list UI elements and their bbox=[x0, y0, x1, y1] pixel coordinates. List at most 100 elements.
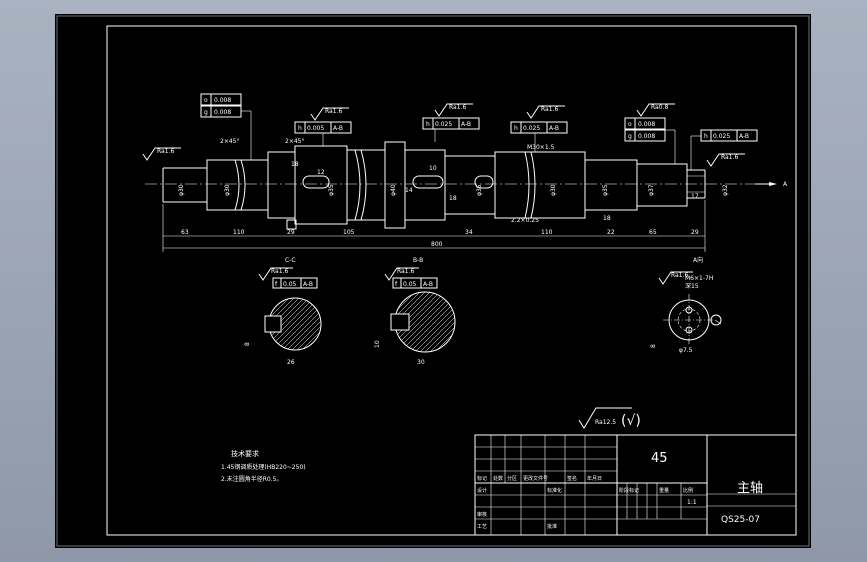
tb-standardization: 标准化 bbox=[547, 487, 562, 494]
tb-approve: 批准 bbox=[547, 523, 557, 530]
roughness-icon bbox=[706, 153, 745, 167]
hatch-line bbox=[269, 298, 310, 350]
section-cc-roughness: Ra1.6 bbox=[271, 268, 288, 275]
tb-review: 审核 bbox=[477, 511, 487, 518]
tb-design: 设计 bbox=[477, 487, 487, 494]
section-cc-dim-1: 26 bbox=[287, 359, 295, 366]
hatch-line bbox=[449, 292, 455, 352]
hatch-line bbox=[286, 298, 321, 350]
tb-mark: 标记 bbox=[477, 475, 487, 482]
dia-8: φ37 bbox=[648, 184, 655, 196]
tolerance-frames: o 0.008 g 0.008 h 0.005 A-B h 0.025 A-B … bbox=[200, 93, 758, 170]
hatch-line bbox=[316, 298, 321, 350]
dia-9: φ32 bbox=[722, 184, 729, 196]
drawing-sheet: A 63 110 bbox=[56, 15, 810, 547]
hatch-line bbox=[269, 298, 270, 350]
datum-box bbox=[286, 219, 297, 230]
tb-stage: 阶段标记 bbox=[619, 487, 639, 494]
roughness-icon bbox=[636, 103, 675, 117]
roughness-3: Ra1.6 bbox=[449, 104, 466, 111]
roughness-6: Ra1.6 bbox=[721, 154, 738, 161]
dim-7: 22 bbox=[607, 229, 615, 236]
roughness-1: Ra1.6 bbox=[157, 148, 174, 155]
hatch-line bbox=[395, 292, 416, 352]
section-cc-title: C-C bbox=[285, 257, 296, 264]
drawing-number: QS25-07 bbox=[721, 515, 760, 525]
dim-3: 29 bbox=[287, 229, 295, 236]
drawing-border bbox=[106, 25, 797, 536]
section-bb-title: B-B bbox=[413, 257, 423, 264]
hatch-line bbox=[429, 292, 455, 352]
tol-8-symbol: h bbox=[704, 133, 708, 140]
key-dim-1: 18 bbox=[291, 161, 299, 168]
roughness-2: Ra1.6 bbox=[325, 108, 342, 115]
dia-7: φ35 bbox=[602, 184, 609, 196]
hatch-line bbox=[269, 298, 295, 350]
global-roughness: Ra12.5 (√) bbox=[578, 407, 641, 429]
shaft-body bbox=[162, 141, 706, 229]
tol-5-datum: A-B bbox=[549, 125, 559, 132]
dim-9: 29 bbox=[691, 229, 699, 236]
hatch-line bbox=[311, 298, 321, 350]
arrow-a-icon bbox=[769, 182, 777, 186]
key-dim-7: 17 bbox=[691, 193, 699, 200]
hatch-line bbox=[409, 292, 455, 352]
scale-value: 1:1 bbox=[687, 499, 697, 506]
hatch-line bbox=[454, 292, 455, 352]
section-bb-dim-1: 30 bbox=[417, 359, 425, 366]
title-block: 标记 处数 分区 更改文件号 签名 年月日 设计 标准化 阶段标记 重量 比例 … bbox=[474, 434, 797, 536]
roughness-icon bbox=[258, 267, 293, 281]
dia-4: φ40 bbox=[390, 184, 397, 196]
dim-8: 65 bbox=[649, 229, 657, 236]
roughness-icon bbox=[526, 105, 565, 119]
tb-count: 处数 bbox=[493, 475, 503, 482]
hatch-line bbox=[439, 292, 455, 352]
hatch-line bbox=[444, 292, 455, 352]
roughness-5: Ra0.8 bbox=[651, 104, 668, 111]
dia-3: φ35 bbox=[328, 184, 335, 196]
tb-signature: 签名 bbox=[567, 475, 577, 482]
key-dim-2: 12 bbox=[317, 169, 325, 176]
hatch-line bbox=[434, 292, 455, 352]
tech-req-heading: 技术要求 bbox=[231, 449, 259, 458]
tol-7-value: 0.008 bbox=[638, 133, 655, 140]
hatch-line bbox=[395, 292, 441, 352]
bottom-dimensions: 63 110 29 105 34 110 22 65 29 800 2×45° … bbox=[162, 138, 706, 252]
hatch-line bbox=[306, 298, 321, 350]
tol-3-value: 0.005 bbox=[307, 125, 324, 132]
hatch-line bbox=[269, 298, 290, 350]
hatch-line bbox=[395, 292, 421, 352]
chamfer-left: 2×45° bbox=[220, 138, 239, 145]
roughness-symbols: Ra1.6 Ra1.6 Ra1.6 Ra1.6 Ra0.8 Ra1.6 bbox=[142, 103, 745, 167]
dim-5: 34 bbox=[465, 229, 473, 236]
tol-6-symbol: o bbox=[628, 121, 632, 128]
hatch-line bbox=[404, 292, 455, 352]
key-dim-5: 10 bbox=[429, 165, 437, 172]
tol-bb-value: 0.05 bbox=[403, 281, 417, 288]
key-dim-6: 18 bbox=[603, 215, 611, 222]
roughness-icon bbox=[310, 107, 349, 121]
length-mark: 2.2×0.25 bbox=[511, 217, 539, 224]
keyway-mid-2 bbox=[474, 175, 494, 189]
tol-6-value: 0.008 bbox=[638, 121, 655, 128]
tech-req-item-1: 1.45钢调质处理(HB220~250) bbox=[221, 463, 306, 471]
tb-process: 工艺 bbox=[477, 524, 487, 530]
tol-4-value: 0.025 bbox=[435, 121, 452, 128]
hatch-line bbox=[301, 298, 321, 350]
section-cc-dim-2: 8 bbox=[244, 342, 251, 346]
section-bb-dim-2: 10 bbox=[374, 340, 381, 348]
drawing-viewport[interactable]: A 63 110 bbox=[55, 14, 811, 548]
tb-date: 年月日 bbox=[587, 475, 602, 482]
hatch-line bbox=[281, 298, 321, 350]
keyway-left bbox=[302, 175, 330, 189]
tol-bb-datum: A-B bbox=[423, 281, 433, 288]
hatch-line bbox=[419, 292, 455, 352]
tol-4-datum: A-B bbox=[461, 121, 471, 128]
outer-frame bbox=[56, 15, 810, 547]
hatch-line bbox=[269, 298, 320, 350]
roughness-icon bbox=[578, 407, 632, 429]
hatch-line bbox=[395, 292, 396, 352]
tol-5-symbol: h bbox=[514, 125, 518, 132]
dia-6: φ30 bbox=[550, 184, 557, 196]
hatch-line bbox=[395, 292, 426, 352]
